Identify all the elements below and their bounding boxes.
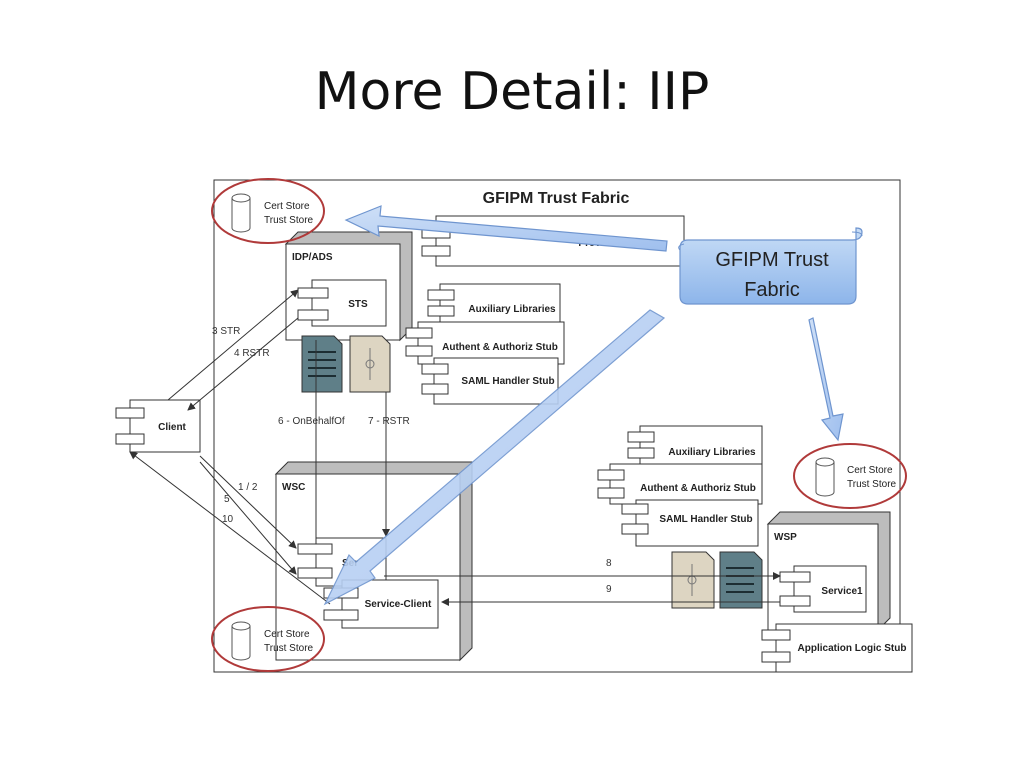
wsc-saml-stub: SAML Handler Stub (621, 499, 759, 547)
wsp-title: WSP (774, 532, 797, 543)
flow-lines (129, 289, 781, 606)
wsc-aux-libraries: Auxiliary Libraries (627, 425, 763, 467)
callout-arrow-to-service-client (323, 309, 666, 606)
fabric-title: GFIPM Trust Fabric (483, 190, 630, 207)
idp-ads-node: IDP/ADS STS (284, 231, 413, 342)
trust-store-label-1: Trust Store (264, 215, 314, 226)
sts-label: STS (348, 299, 368, 310)
flow-label-4: 4 RSTR (234, 348, 270, 359)
trust-store-label-2: Trust Store (847, 479, 897, 490)
flow-label-8: 8 (606, 558, 612, 569)
cert-store-bottom-left: Cert Store Trust Store (211, 606, 325, 672)
flow-label-1-2: 1 / 2 (238, 482, 258, 493)
flow-label-5: 5 (224, 494, 230, 505)
wsc-authz-stub: Authent & Authoriz Stub (597, 463, 763, 505)
wsc-authz-label: Authent & Authoriz Stub (640, 483, 756, 494)
cert-store-label-3: Cert Store (264, 629, 310, 640)
trust-store-label-3: Trust Store (264, 643, 314, 654)
client-label: Client (158, 422, 186, 433)
service-client-label: Service-Client (365, 599, 432, 610)
idp-aux-label: Auxiliary Libraries (468, 304, 556, 315)
callout-arrow-to-right-store (808, 317, 844, 442)
callout-arrow-to-top-store (344, 205, 668, 252)
gfipm-trust-fabric-callout: GFIPM Trust Fabric (678, 227, 863, 305)
cert-store-right: Cert Store Trust Store (793, 443, 907, 509)
wsc-title: WSC (282, 482, 305, 493)
idp-authz-label: Authent & Authoriz Stub (442, 342, 558, 353)
slide-title: More Detail: IIP (314, 62, 710, 122)
callout-line-2: Fabric (744, 279, 800, 301)
token-certificate-light (349, 335, 391, 393)
wsp-app-logic-stub: Application Logic Stub (761, 623, 913, 673)
idp-saml-stub: SAML Handler Stub (421, 357, 559, 405)
app-logic-label: Application Logic Stub (798, 643, 907, 654)
idp-ads-title: IDP/ADS (292, 252, 333, 263)
cert-store-label-1: Cert Store (264, 201, 310, 212)
wsp-node: WSP Service1 (766, 511, 891, 632)
cert-store-label-2: Cert Store (847, 465, 893, 476)
token-document-dark (301, 335, 343, 393)
wsc-saml-label: SAML Handler Stub (659, 514, 752, 525)
flow-label-9: 9 (606, 584, 612, 595)
service1-label: Service1 (821, 586, 863, 597)
flow-label-6: 6 - OnBehalfOf (278, 416, 345, 427)
idp-aux-libraries: Auxiliary Libraries (427, 283, 561, 325)
token-document-dark-2 (719, 551, 763, 609)
token-certificate-light-2 (671, 551, 715, 609)
flow-label-3: 3 STR (212, 326, 240, 337)
idp-saml-label: SAML Handler Stub (461, 376, 554, 387)
flow-label-7: 7 - RSTR (368, 416, 410, 427)
callout-line-1: GFIPM Trust (715, 249, 829, 271)
client-node: Client (115, 399, 201, 453)
wsc-aux-label: Auxiliary Libraries (668, 447, 756, 458)
idp-authz-stub: Authent & Authoriz Stub (405, 321, 565, 365)
cert-store-top-left: Cert Store Trust Store (211, 178, 325, 244)
flow-label-10: 10 (222, 514, 234, 525)
